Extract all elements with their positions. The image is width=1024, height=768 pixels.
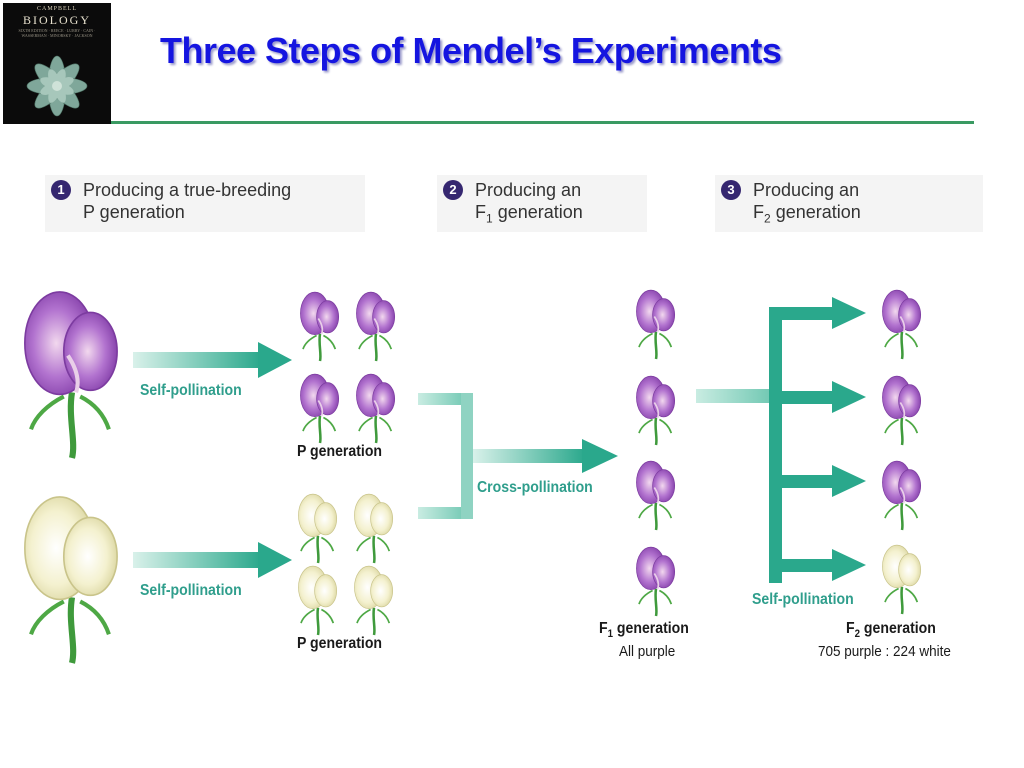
step-2-text: Producing an F1 generation: [475, 179, 583, 230]
p-generation-white-group: [297, 492, 394, 637]
f2-branch-arrows: [696, 297, 866, 583]
self-pollination-arrow-top: [133, 342, 292, 378]
step-3-text: Producing an F2 generation: [753, 179, 861, 230]
book-authors: SIXTH EDITION · REECE · LURRY · CAIN · W…: [18, 28, 96, 38]
step-3-badge: 3: [721, 180, 741, 200]
cross-pollination-arrow: [418, 393, 618, 519]
f2-generation-label: F2 generation: [846, 620, 936, 641]
step-2-line2: F1 generation: [475, 202, 583, 226]
step-1-header: 1 Producing a true-breeding P generation: [45, 175, 365, 232]
self-pollination-arrow-bottom: [133, 542, 292, 578]
self-pollination-label-bottom: Self-pollination: [140, 582, 242, 599]
step-2-badge: 2: [443, 180, 463, 200]
book-cover-image: CAMPBELL BIOLOGY SIXTH EDITION · REECE ·…: [3, 3, 111, 124]
succulent-plant-icon: [26, 55, 88, 117]
step-1-line1: Producing a true-breeding: [83, 180, 292, 200]
step-2-header: 2 Producing an F1 generation: [437, 175, 647, 232]
f1-generation-group: [635, 288, 676, 618]
self-pollination-label-f2: Self-pollination: [752, 591, 854, 608]
step-2-line1: Producing an: [475, 180, 582, 200]
p-generation-label-bottom: P generation: [297, 635, 383, 652]
f1-note: All purple: [619, 643, 676, 660]
title-divider: [111, 121, 974, 124]
f2-generation-group: [881, 288, 922, 616]
self-pollination-label-top: Self-pollination: [140, 382, 242, 399]
slide-title: Three Steps of Mendel’s Experiments: [160, 30, 782, 71]
p-generation-label-top: P generation: [297, 443, 383, 460]
f2-note: 705 purple : 224 white: [818, 643, 951, 660]
cross-pollination-label: Cross-pollination: [477, 479, 593, 496]
f1-generation-label: F1 generation: [599, 620, 689, 641]
book-publisher: CAMPBELL: [36, 6, 77, 12]
parent-purple-flower: [25, 292, 117, 458]
parent-white-flower: [25, 497, 117, 663]
step-3-line2: F2 generation: [753, 202, 861, 226]
step-1-line2: P generation: [83, 202, 185, 222]
step-3-line1: Producing an: [753, 180, 860, 200]
book-title: BIOLOGY: [23, 13, 91, 27]
p-generation-purple-group: [299, 290, 396, 445]
step-1-text: Producing a true-breeding P generation: [83, 179, 291, 223]
step-1-badge: 1: [51, 180, 71, 200]
step-3-header: 3 Producing an F2 generation: [715, 175, 983, 232]
